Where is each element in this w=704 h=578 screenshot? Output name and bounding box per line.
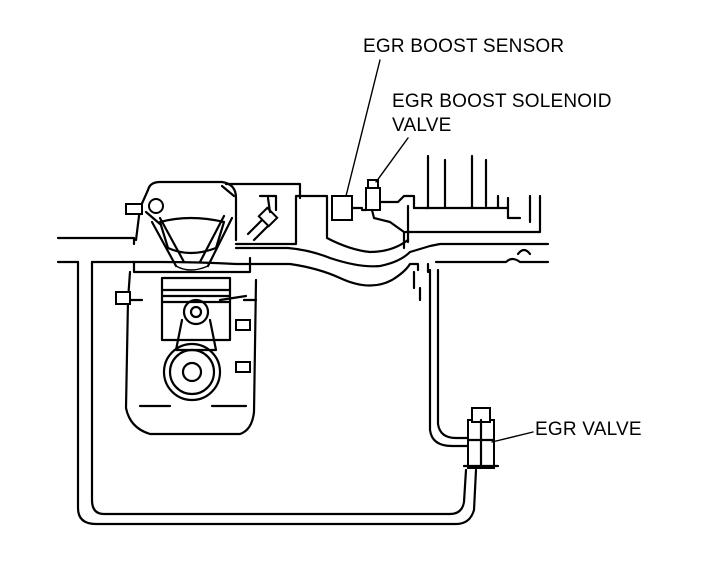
egr-pipe [76, 260, 478, 526]
leader-lines [345, 59, 534, 443]
fuel-injector [246, 194, 279, 242]
engine-block [115, 180, 302, 436]
egr-boost-sensor-label: EGR BOOST SENSOR [363, 36, 565, 57]
egr-boost-sensor [331, 195, 364, 221]
egr-boost-solenoid-valve [360, 179, 416, 250]
egr-boost-solenoid-label-line2: VALVE [392, 115, 452, 136]
egr-valve [462, 407, 500, 470]
intake-manifold [56, 154, 550, 302]
egr-boost-solenoid-label-line1: EGR BOOST SOLENOID [392, 91, 612, 112]
egr-valve-label: EGR VALVE [535, 419, 642, 440]
